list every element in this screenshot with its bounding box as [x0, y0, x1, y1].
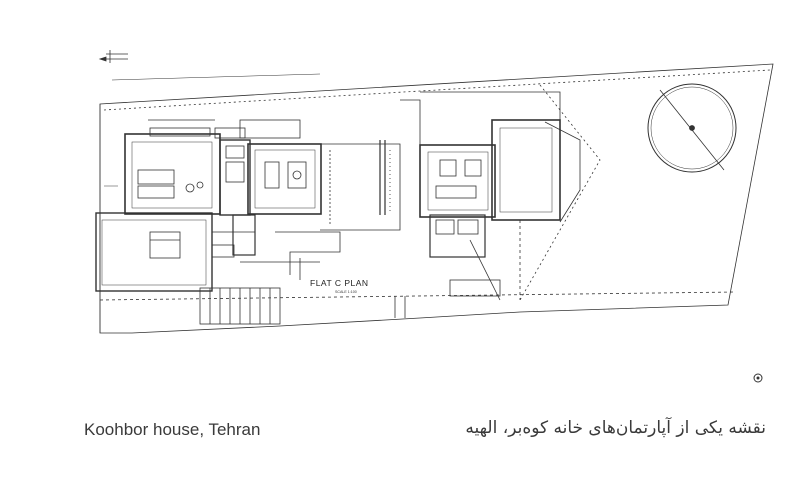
caption-english: Koohbor house, Tehran: [84, 420, 261, 439]
living-room: [124, 133, 221, 215]
circular-feature: [647, 83, 737, 173]
north-arrow-icon: [98, 50, 128, 63]
scale-note: SCALE 1:100: [335, 290, 357, 294]
site-boundary: [99, 63, 774, 334]
stairs: [199, 287, 281, 325]
compass-mark-icon: [753, 373, 763, 383]
caption-persian: نقشه یکی از آپارتمان‌های خانه کوه‌بر، ال…: [465, 418, 766, 438]
plan-title: FLAT C PLAN: [310, 278, 369, 288]
bedroom: [95, 212, 213, 292]
kitchen-dining: [247, 143, 322, 215]
